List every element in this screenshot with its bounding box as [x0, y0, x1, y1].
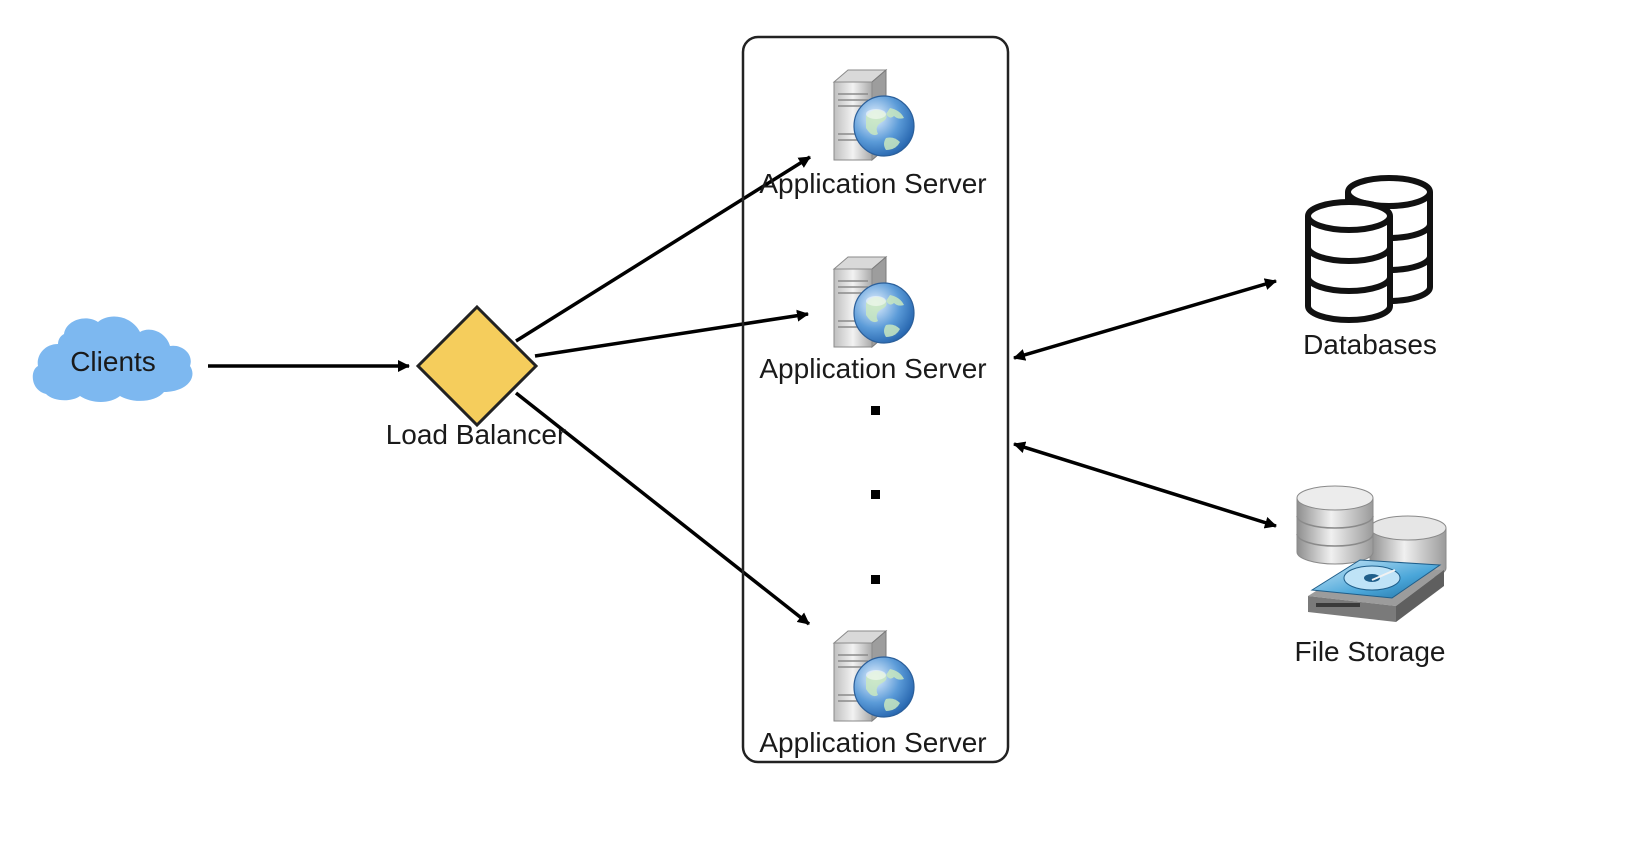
edge-app-servers-file-storage [1013, 441, 1277, 529]
edge-load-balancer-to-app-server-3 [514, 391, 811, 626]
edge-load-balancer-to-app-server-2 [534, 309, 809, 358]
web-server-icon [833, 256, 915, 348]
edge-app-servers-databases [1013, 278, 1277, 361]
ellipsis-dot [871, 406, 880, 415]
load-balancer-node[interactable]: Load Balancer [386, 304, 567, 450]
clients-node[interactable]: Clients [32, 316, 193, 402]
connectors [208, 155, 1277, 626]
app-server-1-label: Application Server [759, 168, 986, 199]
app-server-2[interactable]: Application Server [759, 256, 987, 384]
app-server-3-label: Application Server [759, 727, 986, 758]
edge-load-balancer-to-app-server-1 [515, 155, 811, 343]
databases-label: Databases [1303, 329, 1437, 360]
load-balancer-label: Load Balancer [386, 419, 567, 450]
app-server-1[interactable]: Application Server [759, 69, 987, 199]
cloud-icon [32, 316, 193, 402]
diamond-icon [415, 304, 539, 428]
web-server-icon [833, 69, 915, 161]
app-server-3[interactable]: Application Server [759, 630, 987, 758]
app-server-2-label: Application Server [759, 353, 986, 384]
databases-node[interactable]: Databases [1303, 175, 1437, 360]
file-storage-icon [1296, 485, 1447, 622]
file-storage-node[interactable]: File Storage [1295, 485, 1447, 667]
file-storage-label: File Storage [1295, 636, 1446, 667]
ellipsis-dot [871, 575, 880, 584]
ellipsis-dot [871, 490, 880, 499]
database-icon [1305, 175, 1433, 323]
clients-label: Clients [70, 346, 156, 377]
web-server-icon [833, 630, 915, 722]
app-server-group-box [741, 35, 1010, 764]
app-server-group[interactable]: Application Server Application Server Ap… [741, 35, 1010, 764]
